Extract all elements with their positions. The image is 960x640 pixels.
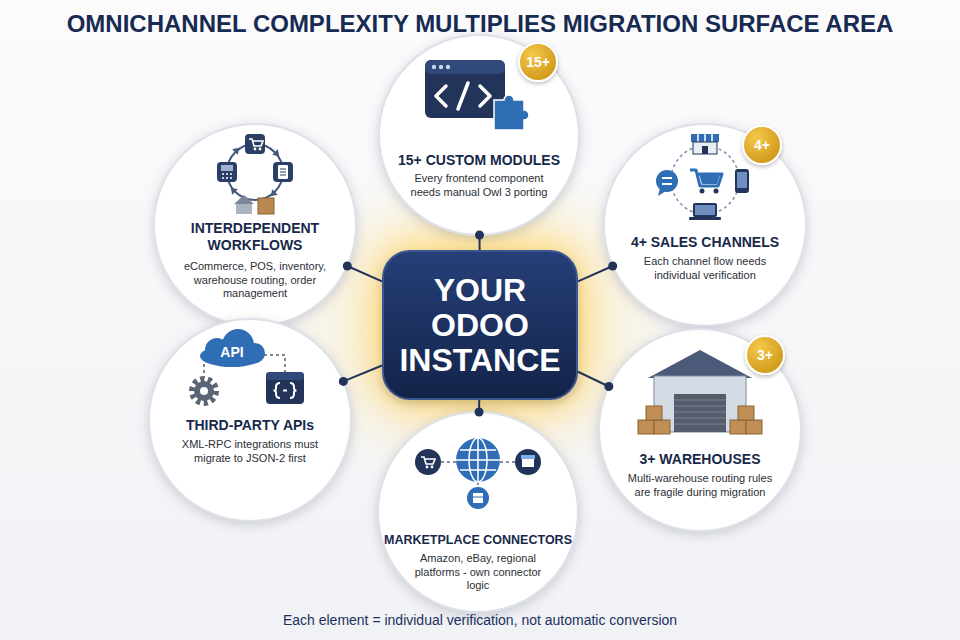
api-circle: API THIRD-PARTY APIsXML-RPC integrations … (147, 317, 353, 523)
center-box: YOUR ODOO INSTANCE (382, 250, 578, 400)
connector-line (479, 235, 481, 250)
diagram-title: OMNICHANNEL COMPLEXITY MULTIPLIES MIGRAT… (0, 9, 960, 39)
marketplace-circle: MARKETPLACE CONNECTORS Amazon, eBay, regi… (376, 410, 580, 614)
node-heading: 15+ CUSTOM MODULES (389, 152, 569, 169)
icon-label: API (212, 344, 252, 360)
count-badge: 3+ (745, 335, 785, 375)
workflow-circle: INTERDEPENDENT WORKFLOWS eCommerce, POS, … (152, 122, 358, 328)
node-body: Every frontend component needs manual Ow… (401, 172, 557, 199)
connector-line (343, 365, 382, 381)
module-circle: 15+ 15+ CUSTOM MODULES Every frontend comp… (377, 33, 581, 237)
count-badge: 15+ (518, 42, 558, 82)
circle-shape (379, 35, 579, 235)
circle-shape (378, 412, 578, 612)
node-body: Multi-warehouse routing rules are fragil… (620, 472, 780, 499)
node-heading: MARKETPLACE CONNECTORS (380, 532, 576, 549)
connector-line (578, 266, 613, 281)
node-heading: 3+ WAREHOUSES (610, 451, 790, 468)
center-label: YOUR ODOO INSTANCE (384, 273, 576, 378)
node-heading: THIRD-PARTY APIs (160, 417, 340, 434)
circle-shape (149, 319, 351, 521)
diagram-caption: Each element = individual verification, … (0, 611, 960, 629)
connector-line (578, 372, 609, 387)
node-body: XML-RPC integrations must migrate to JSO… (170, 438, 330, 465)
circle-shape (604, 124, 806, 326)
channel-circle: 4+ 4+ SALES CHANNELS Each channel flow nee… (602, 122, 808, 328)
connector-line (347, 266, 382, 281)
node-body: Amazon, eBay, regional platforms - own c… (403, 552, 553, 593)
count-badge: 4+ (742, 125, 782, 165)
circle-shape (599, 329, 801, 531)
connector (339, 365, 382, 385)
connector-line (478, 400, 480, 412)
warehouse-circle: 3+ 3+ WAREHOUSES Multi-warehouse routing r… (597, 327, 803, 533)
node-body: Each channel flow needs individual verif… (625, 255, 785, 282)
node-body: eCommerce, POS, inventory, warehouse rou… (174, 260, 336, 301)
circle-shape (154, 124, 356, 326)
node-heading: 4+ SALES CHANNELS (615, 234, 795, 251)
node-heading: INTERDEPENDENT WORKFLOWS (170, 220, 340, 254)
